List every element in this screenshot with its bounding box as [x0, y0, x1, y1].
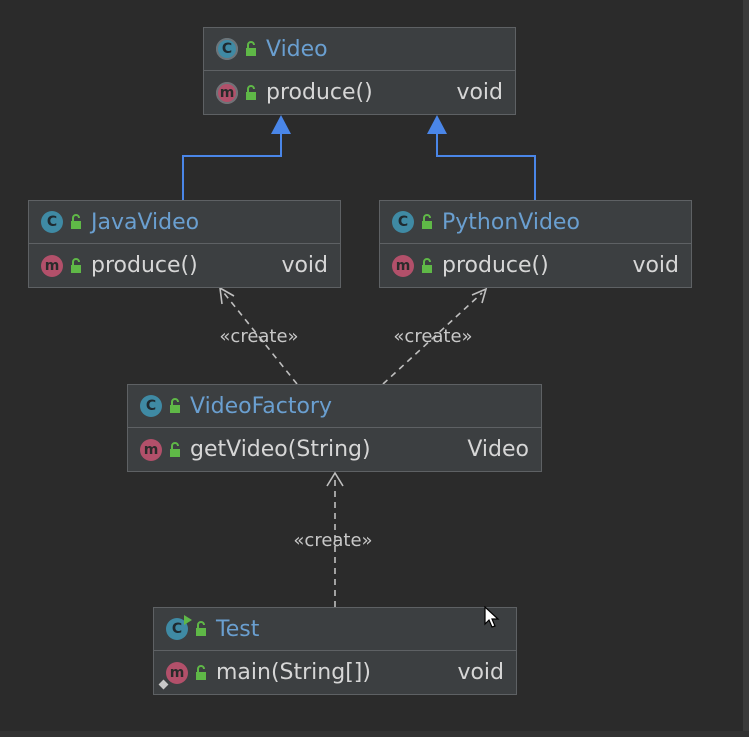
public-visibility-icon: [422, 257, 432, 273]
abstract-method-icon: m: [216, 81, 238, 104]
public-visibility-icon: [246, 84, 256, 100]
class-name: PythonVideo: [442, 209, 580, 235]
method-name: produce(): [266, 80, 373, 105]
static-badge-icon: [158, 679, 169, 689]
method-icon: m: [392, 254, 414, 277]
method-name: main(String[]): [216, 660, 371, 685]
class-name: Video: [266, 36, 328, 62]
public-visibility-icon: [196, 621, 206, 636]
return-type: void: [456, 80, 503, 105]
method-row[interactable]: m produce() void: [29, 244, 340, 287]
method-icon: m: [41, 254, 63, 277]
window-edge-bottom: [0, 731, 749, 737]
public-visibility-icon: [422, 214, 432, 229]
class-node-test[interactable]: C Test m main(String[]) void: [153, 607, 517, 695]
create-label: «create»: [293, 530, 372, 551]
method-row[interactable]: m produce() void: [380, 244, 691, 287]
relation-javavideo-extends-video: [182, 115, 291, 200]
relation-pythonvideo-extends-video: [427, 115, 536, 200]
relation-factory-creates-javavideo: [219, 286, 298, 385]
public-visibility-icon: [170, 398, 180, 413]
class-node-pythonvideo[interactable]: C PythonVideo m produce() void: [379, 200, 692, 288]
class-node-videofactory[interactable]: C VideoFactory m getVideo(String) Video: [127, 384, 542, 472]
static-method-icon: m: [158, 661, 188, 689]
return-type: void: [632, 253, 679, 278]
method-icon: m: [140, 438, 162, 461]
method-row[interactable]: m produce() void: [204, 71, 515, 114]
class-icon: C: [392, 211, 414, 233]
class-icon: C: [41, 211, 63, 233]
class-node-video[interactable]: C Video m produce() void: [203, 27, 516, 115]
mouse-cursor-icon: [484, 606, 500, 628]
class-header: C VideoFactory: [128, 385, 541, 428]
class-name: VideoFactory: [190, 393, 333, 419]
public-visibility-icon: [71, 214, 81, 229]
relation-factory-creates-pythonvideo: [382, 287, 488, 385]
return-type: void: [457, 660, 504, 685]
return-type: Video: [467, 437, 529, 462]
class-header: C Test: [154, 608, 516, 651]
run-badge-icon: [184, 615, 192, 625]
public-visibility-icon: [71, 257, 81, 273]
runnable-class-icon: C: [166, 615, 192, 640]
class-icon: C: [140, 395, 162, 417]
abstract-class-icon: C: [216, 38, 238, 60]
method-row[interactable]: m getVideo(String) Video: [128, 428, 541, 471]
window-edge: [743, 0, 749, 737]
public-visibility-icon: [170, 441, 180, 457]
class-name: JavaVideo: [91, 209, 200, 235]
relation-test-creates-factory: [326, 471, 344, 607]
create-label: «create»: [393, 326, 472, 347]
class-header: C PythonVideo: [380, 201, 691, 244]
return-type: void: [281, 253, 328, 278]
public-visibility-icon: [196, 664, 206, 680]
method-name: getVideo(String): [190, 437, 371, 462]
method-name: produce(): [91, 253, 198, 278]
class-header: C JavaVideo: [29, 201, 340, 244]
class-node-javavideo[interactable]: C JavaVideo m produce() void: [28, 200, 341, 288]
class-header: C Video: [204, 28, 515, 71]
public-visibility-icon: [246, 41, 256, 56]
method-row[interactable]: m main(String[]) void: [154, 651, 516, 694]
create-label: «create»: [219, 326, 298, 347]
method-name: produce(): [442, 253, 549, 278]
class-name: Test: [216, 616, 260, 642]
